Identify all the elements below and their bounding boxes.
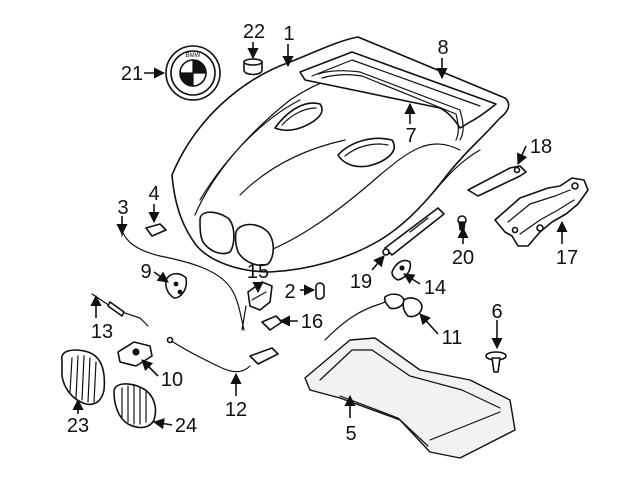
insulation-mat-part-5 [304,337,516,459]
callout-14: 14 [424,277,446,299]
leader-18 [516,145,528,166]
callout-1: 1 [283,23,294,45]
callout-11: 11 [442,327,463,349]
leader-lines [72,42,568,430]
pad-part-4 [145,223,167,237]
callout-24: 24 [175,415,197,437]
callout-10: 10 [161,369,183,391]
hood-gasket-part-7 [317,70,464,141]
leader-11 [419,313,439,335]
clip-part-20 [457,215,467,231]
callout-3: 3 [117,197,128,219]
bumper-part-2 [315,282,325,300]
callout-13: 13 [91,321,113,343]
callout-7: 7 [405,125,416,147]
leader-10 [141,359,159,377]
leader-9 [153,271,169,283]
kidney-grille-part-24 [113,383,157,429]
callout-18: 18 [530,136,552,158]
hood-hinge-part-17 [494,177,589,247]
callout-22: 22 [243,21,265,43]
release-cable-part-12 [166,336,279,373]
callout-19: 19 [350,271,372,293]
callout-2: 2 [284,281,295,303]
latch-clip-part-9 [165,272,188,299]
kidney-grille-part-23 [61,349,106,406]
callout-20: 20 [452,247,474,269]
callout-21: 21 [121,63,143,85]
callout-23: 23 [67,415,89,437]
callout-labels: 1 2 3 4 5 6 7 8 9 10 11 12 13 14 15 16 1… [67,21,578,445]
cable-part-13 [91,293,149,327]
hinge-bracket-part-18 [467,165,527,197]
callout-15: 15 [247,261,269,283]
bmw-emblem-part-21: BMW [165,45,221,101]
callout-4: 4 [148,183,159,205]
callout-16: 16 [301,311,323,333]
callout-5: 5 [345,423,356,445]
push-clip-part-6 [485,351,507,373]
leader-24 [152,418,173,430]
emblem-lettering: BMW [186,53,201,59]
release-cable-part-11 [324,293,423,341]
leader-19 [371,255,385,271]
callout-9: 9 [140,261,151,283]
callout-17: 17 [556,247,578,269]
callout-6: 6 [491,301,502,323]
leader-14 [403,273,421,285]
callout-12: 12 [225,399,247,421]
callout-8: 8 [437,37,448,59]
latch-part-10 [117,341,153,367]
gas-strut-part-19 [382,207,445,256]
grommet-part-22 [243,58,263,76]
plate-part-16 [261,315,283,331]
